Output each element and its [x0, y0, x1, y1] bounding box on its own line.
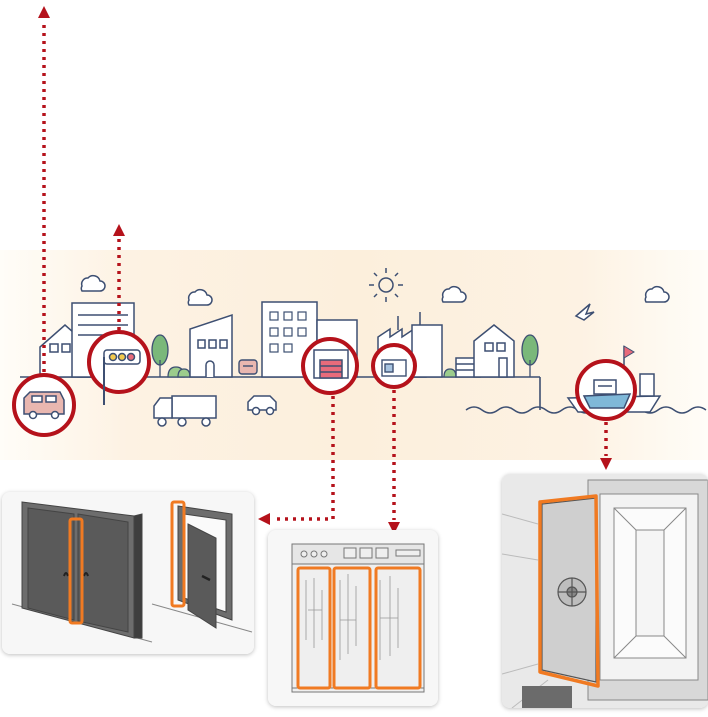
- van-icon: [23, 391, 65, 420]
- highlight-vault-door: [538, 494, 600, 688]
- bush: [167, 366, 191, 378]
- arrowhead: [258, 513, 270, 525]
- house-building: [473, 324, 515, 378]
- cloud-icon: [644, 285, 670, 303]
- single-door: [177, 505, 233, 629]
- callout-factory: [371, 343, 417, 389]
- tree: [151, 334, 169, 377]
- callout-traffic-signal: [87, 330, 151, 405]
- house-building: [189, 313, 233, 378]
- vault-drawing: [502, 474, 708, 708]
- highlight-door-edge: [170, 500, 186, 608]
- tree: [521, 334, 539, 377]
- cloud-icon: [187, 288, 213, 306]
- car-icon: [247, 395, 277, 416]
- door-drawing: [2, 492, 254, 654]
- arrowhead: [38, 6, 50, 18]
- sun-icon: [369, 268, 403, 302]
- car-icon: [238, 359, 258, 375]
- double-door: [21, 501, 143, 639]
- traffic-signal-icon: [103, 349, 141, 405]
- factory-machine-icon: [381, 359, 407, 377]
- arrowhead: [113, 224, 125, 236]
- callout-ship: [575, 359, 637, 421]
- arrowhead: [600, 458, 612, 470]
- callout-warehouse: [301, 337, 359, 395]
- highlight-cabinet-doors: [296, 566, 422, 690]
- bird-icon: [574, 303, 595, 321]
- callout-van: [12, 373, 76, 437]
- arrow-warehouse: [272, 396, 335, 521]
- cabinet-panel: [268, 530, 438, 706]
- cloud-icon: [441, 285, 467, 303]
- cloud-icon: [80, 274, 106, 292]
- vault-panel: [502, 474, 708, 708]
- arrowhead: [388, 522, 400, 534]
- door-panel: [2, 492, 254, 654]
- flag-icon: [623, 345, 635, 359]
- truck-icon: [153, 395, 217, 427]
- cabinet-drawing: [268, 530, 438, 706]
- highlight-door-seam: [68, 517, 84, 625]
- bush: [443, 368, 457, 378]
- warehouse-door-icon: [313, 349, 349, 379]
